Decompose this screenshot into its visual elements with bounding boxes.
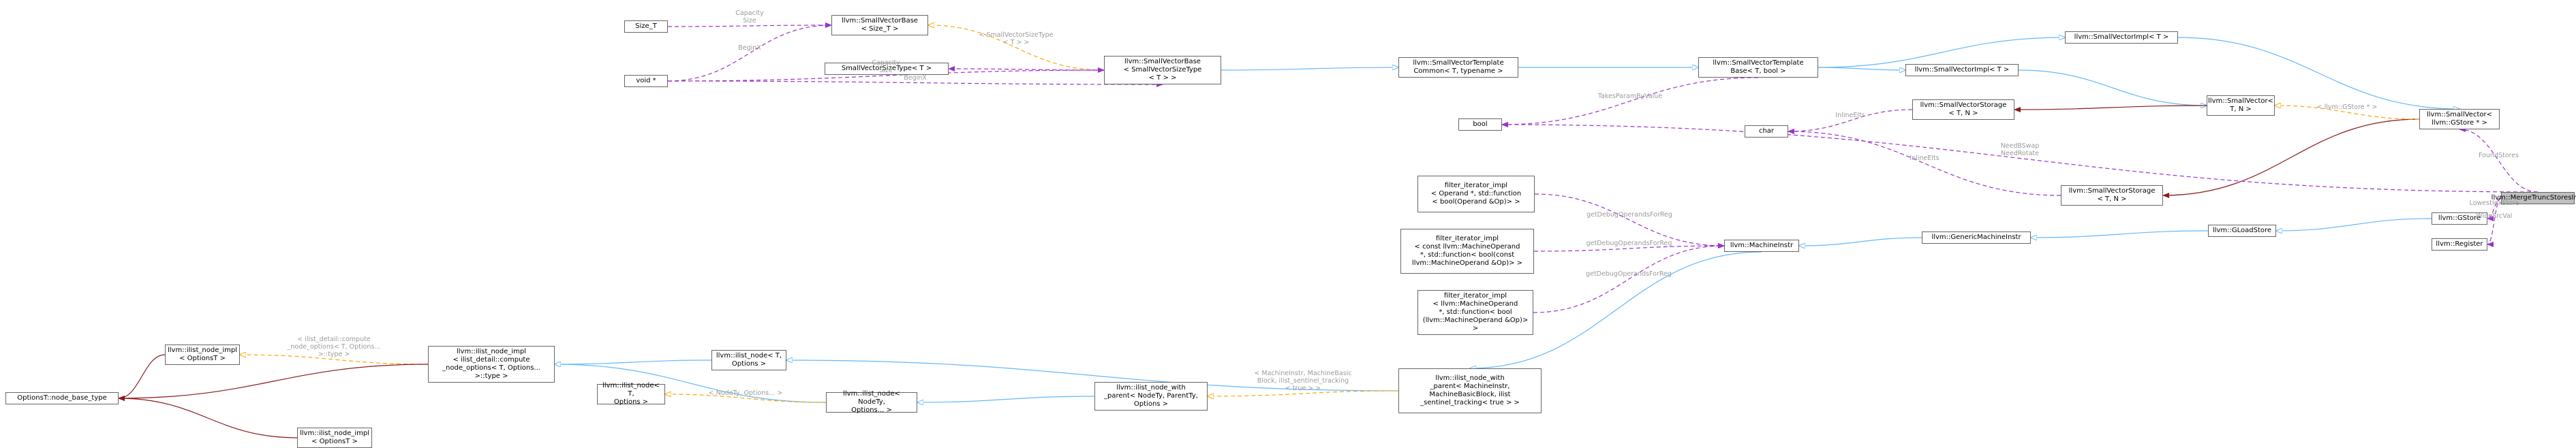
ilist-node-impl-compute-node[interactable]: llvm::ilist_node_impl < ilist_detail::co…	[428, 346, 555, 383]
smallvector-size-type-node[interactable]: SmallVectorSizeType< T >	[825, 63, 949, 75]
edge-register-to-merge	[2487, 197, 2502, 247]
merge-trunc-stores-info-node[interactable]: llvm::MergeTruncStoresInfo	[2491, 192, 2576, 204]
edge-label-lowest-idx-store: LowestIdxStore	[2469, 199, 2519, 207]
generic-machine-instr-node[interactable]: llvm::GenericMachineInstr	[1922, 231, 2031, 244]
gstore-node[interactable]: llvm::GStore	[2432, 212, 2487, 225]
edge-iln_t2-to-iln_nodety	[665, 394, 827, 403]
edge-label-inline-elts-2: InlineElts	[1910, 155, 1939, 162]
edge-svimpl_top-to-svtb	[1818, 37, 2065, 68]
ilist-node-impl-optionst-upper-node[interactable]: llvm::ilist_node_impl < OptionsT >	[165, 345, 240, 365]
edge-smallvector_gstore-to-svimpl_top	[2177, 37, 2459, 109]
edge-machineinstr-to-generic_mi	[1799, 237, 1922, 246]
gloadstore-node[interactable]: llvm::GLoadStore	[2208, 225, 2276, 237]
edge-label-wide-src-val: WideSrcVal	[2476, 212, 2513, 220]
edge-svstorage_2-to-smallvector_gstore	[2162, 118, 2420, 198]
edge-gloadstore-to-gstore	[2276, 218, 2432, 231]
edge-label-compute-args: < ilist_detail::compute _node_options< T…	[287, 336, 381, 358]
smallvector-template-base-node[interactable]: llvm::SmallVectorTemplate Base< T, bool …	[1698, 57, 1818, 78]
edge-svstorage_1-to-sv_t_n	[2014, 105, 2207, 112]
edge-label-begin-x-1: BeginX	[738, 44, 761, 52]
edge-iln_t1-to-ilnwp_mi	[786, 360, 1399, 391]
edge-smallvector_gstore-to-merge	[2459, 127, 2539, 193]
register-node[interactable]: llvm::Register	[2432, 238, 2487, 251]
edge-svb_sizet-to-voidp	[667, 22, 832, 82]
filter-iterator-machine-operand-node[interactable]: filter_iterator_impl < llvm::MachineOper…	[1417, 290, 1533, 335]
edge-label-capacity-2: Capacity Size	[872, 59, 900, 74]
edge-options_nbt-to-ilni_opts2	[118, 396, 298, 438]
smallvector-impl-mid-node[interactable]: llvm::SmallVectorImpl< T >	[1905, 64, 2019, 76]
edge-label-need-bswap: NeedBSwap NeedRotate	[2000, 142, 2040, 157]
char-type-node[interactable]: char	[1745, 125, 1788, 138]
edge-bool-to-svtb	[1501, 77, 1759, 127]
edge-label-found-stores: FoundStores	[2478, 152, 2519, 159]
options-node-base-type-node[interactable]: OptionsT::node_base_type	[5, 392, 119, 404]
edge-ilnwp_tpl-to-ilnwp_mi	[1208, 390, 1399, 396]
ilist-node-impl-optionst-lower-node[interactable]: llvm::ilist_node_impl < OptionsT >	[297, 428, 372, 448]
smallvector-t-n-node[interactable]: llvm::SmallVector< T, N >	[2207, 95, 2275, 116]
smallvector-storage-upper-node[interactable]: llvm::SmallVectorStorage < T, N >	[1912, 99, 2014, 120]
ilist-node-t-options-upper-node[interactable]: llvm::ilist_node< T, Options >	[711, 350, 786, 370]
ilist-node-t-options-lower-node[interactable]: llvm::ilist_node< T, Options >	[597, 382, 665, 406]
edge-ilni_opts1-to-ilni_detail	[240, 355, 429, 365]
filter-iterator-operand-node[interactable]: filter_iterator_impl < Operand *, std::f…	[1417, 176, 1535, 212]
edge-svb_type-to-voidp	[667, 67, 1105, 82]
edge-label-nodety-args: < NodeTy, Options... >	[708, 389, 783, 397]
edge-ilni_detail-to-iln_t1	[555, 359, 712, 364]
edge-label-debug-2: getDebugOperandsForReg	[1586, 240, 1672, 247]
edge-iln_nodety-to-ilnwp_tpl	[917, 396, 1095, 402]
edge-machineinstr-to-fi2	[1533, 243, 1725, 252]
ilist-node-with-parent-template-node[interactable]: llvm::ilist_node_with _parent< NodeTy, P…	[1094, 382, 1208, 411]
size-t-type-node[interactable]: Size_T	[624, 20, 668, 33]
edge-label-mi-args: < MachineInstr, MachineBasic Block, ilis…	[1254, 370, 1352, 392]
edge-svb_sizet-to-svb_type	[928, 25, 1105, 71]
smallvector-storage-lower-node[interactable]: llvm::SmallVectorStorage < T, N >	[2061, 185, 2163, 206]
edge-label-inline-elts-1: InlineElts	[1835, 112, 1865, 119]
smallvector-base-size-t-node[interactable]: llvm::SmallVectorBase < Size_T >	[831, 15, 928, 35]
ilist-node-with-parent-machine-instr-node[interactable]: llvm::ilist_node_with _parent< MachineIn…	[1398, 368, 1542, 413]
bool-type-node[interactable]: bool	[1458, 118, 1502, 131]
edge-label-begin-x-2: BeginX	[904, 74, 927, 82]
edge-label-takes-param: TakesParamByValue	[1597, 92, 1663, 100]
smallvector-base-sizetype-node[interactable]: llvm::SmallVectorBase < SmallVectorSizeT…	[1104, 56, 1221, 84]
edge-label-capacity-1: Capacity Size	[735, 10, 764, 25]
edge-label-debug-3: getDebugOperandsForReg	[1586, 270, 1672, 278]
edge-svb_sizet-to-size_t	[667, 22, 832, 29]
edge-char-to-svstorage_2	[1788, 129, 2061, 196]
edge-ilnwp_mi-to-machineinstr	[1470, 251, 1762, 368]
smallvector-template-common-node[interactable]: llvm::SmallVectorTemplate Common< T, typ…	[1398, 57, 1518, 78]
edge-label-sizetype-args: < SmallVectorSizeType < T > >	[979, 31, 1054, 46]
filter-iterator-const-machine-operand-node[interactable]: filter_iterator_impl < const llvm::Machi…	[1400, 229, 1534, 274]
edge-svtc-to-svb_type	[1221, 67, 1398, 71]
edge-label-debug-1: getDebugOperandsForReg	[1586, 211, 1672, 219]
machine-instr-node[interactable]: llvm::MachineInstr	[1724, 240, 1799, 252]
edge-sv_t_n-to-smallvector_gstore	[2275, 106, 2420, 120]
edge-options_nbt-to-ilni_detail	[118, 364, 429, 401]
edge-svb_type-to-voidp	[667, 80, 1163, 87]
edge-sv_t_n-to-svimpl_mid	[2018, 69, 2207, 106]
edge-bool-to-merge	[1501, 122, 2539, 193]
edge-svimpl_mid-to-svtb	[1818, 67, 1905, 70]
smallvector-gstore-node[interactable]: llvm::SmallVector< llvm::GStore * >	[2419, 109, 2500, 129]
edge-generic_mi-to-gloadstore	[2031, 230, 2209, 238]
edge-machineinstr-to-fi1	[1534, 193, 1725, 249]
void-pointer-type-node[interactable]: void *	[624, 75, 668, 87]
edge-char-to-svstorage_1	[1788, 109, 1913, 134]
edge-label-gstore-args: < llvm::GStore * >	[2316, 103, 2378, 111]
smallvector-impl-top-node[interactable]: llvm::SmallVectorImpl< T >	[2065, 31, 2178, 44]
ilist-node-nodety-node[interactable]: llvm::ilist_node< NodeTy, Options... >	[826, 390, 917, 414]
edge-options_nbt-to-ilni_opts1	[118, 354, 166, 401]
edge-ilni_detail-to-iln_nodety	[555, 364, 827, 403]
edge-machineinstr-to-fi3	[1533, 243, 1725, 313]
